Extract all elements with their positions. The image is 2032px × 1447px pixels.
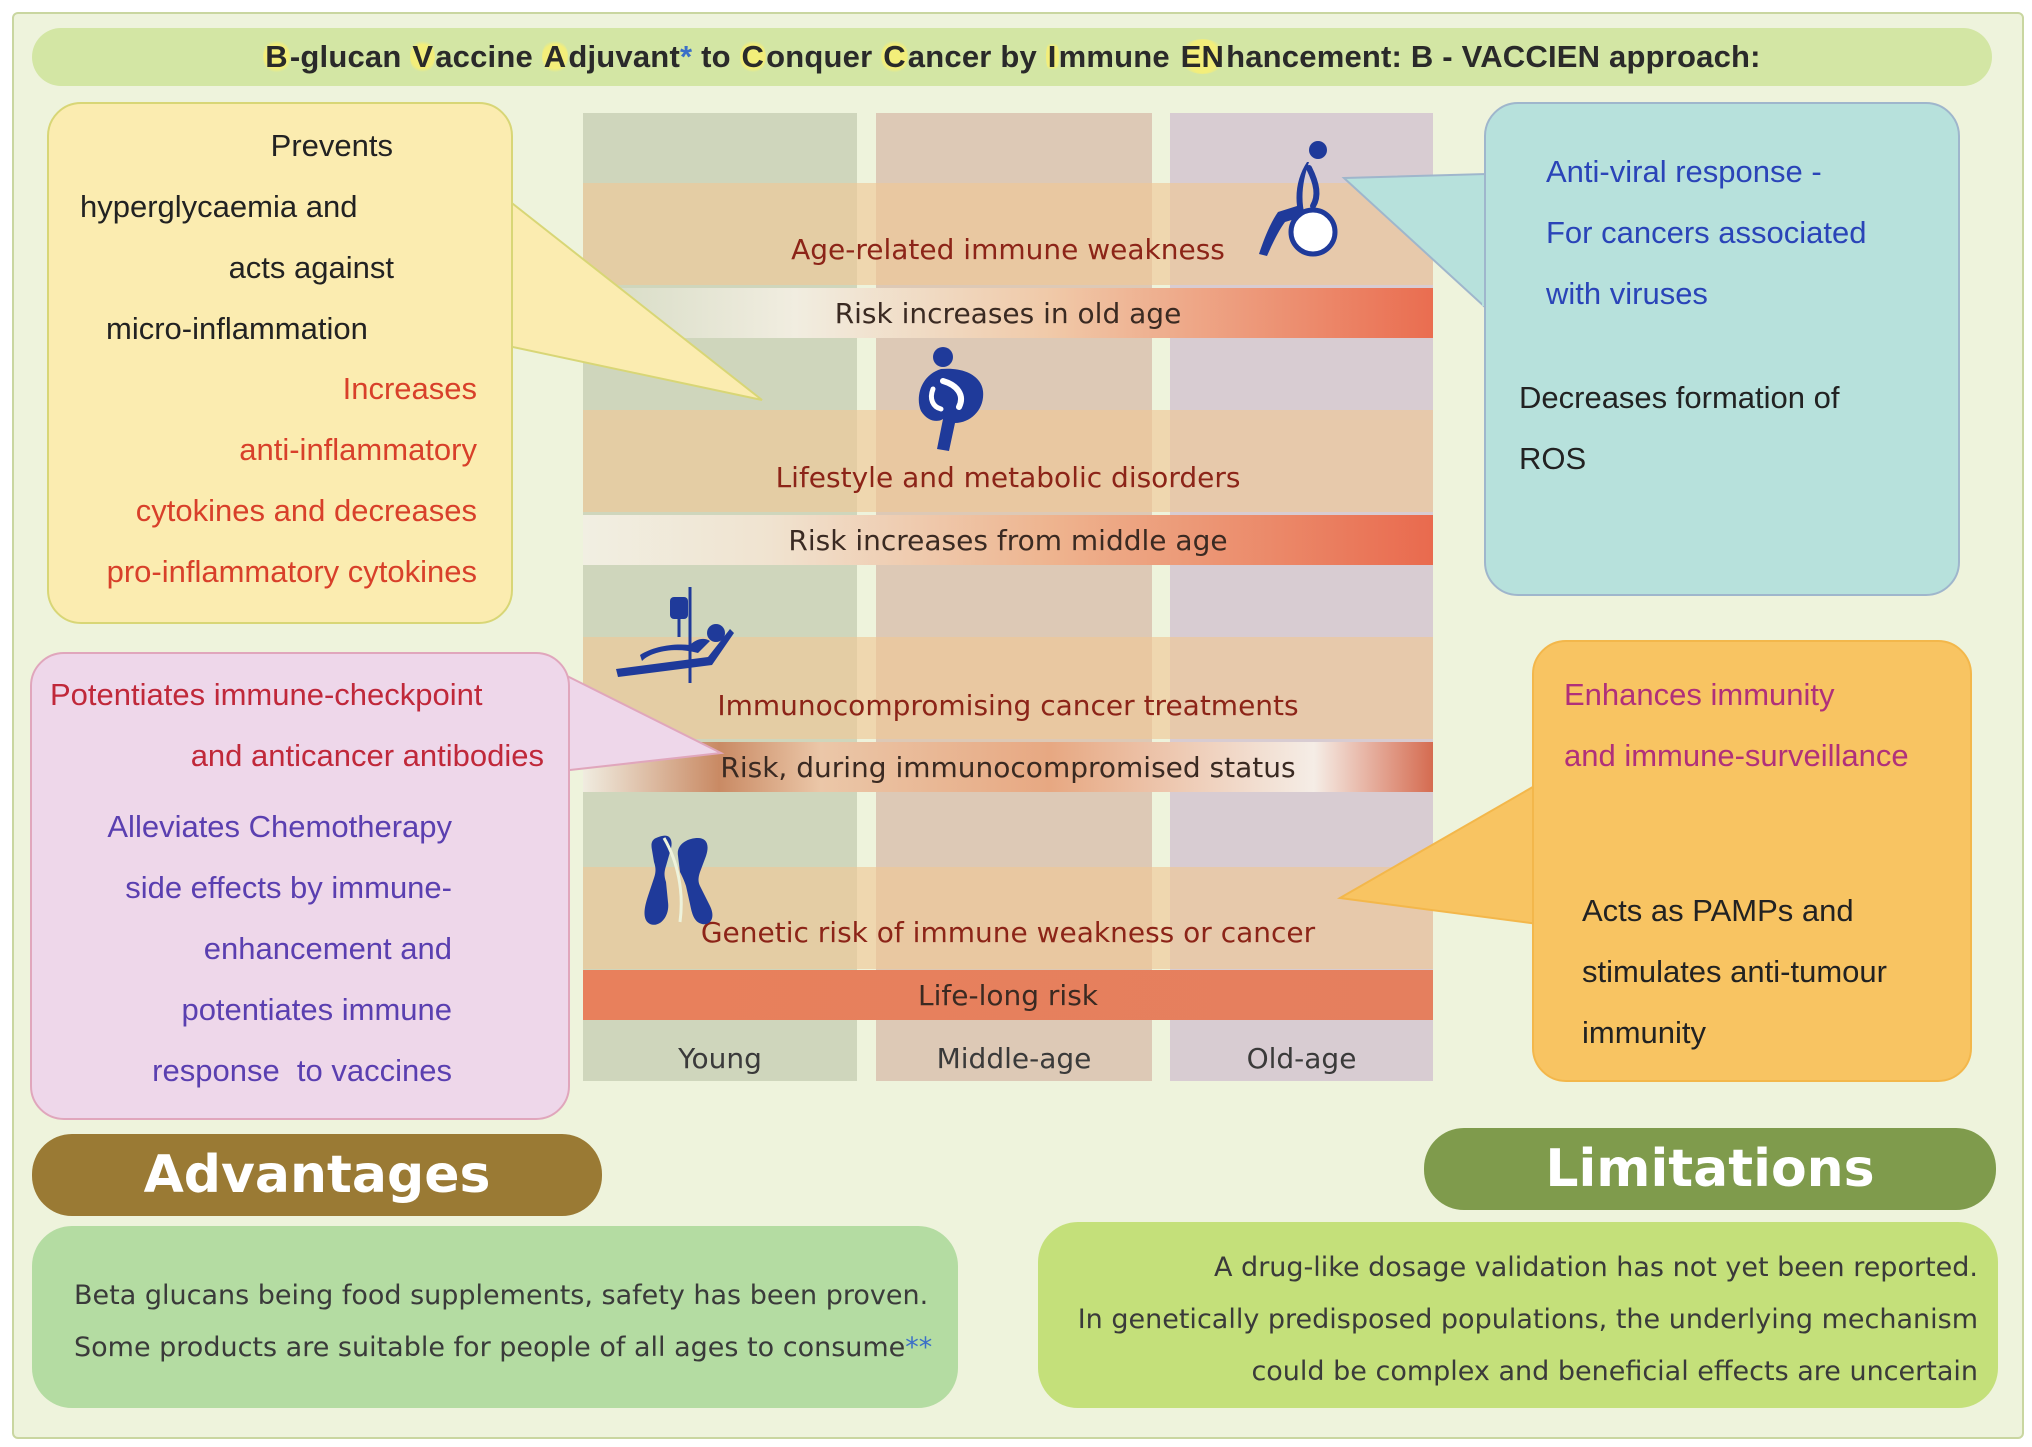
callout-blue bbox=[1484, 102, 1960, 596]
title-highlight-letter: C bbox=[739, 39, 767, 74]
text-line: side effects by immune- bbox=[125, 870, 452, 905]
title-segment: -glucan bbox=[289, 39, 411, 74]
category-label: Immunocompromising cancer treatments bbox=[717, 689, 1299, 722]
chromosome-icon bbox=[644, 835, 713, 925]
callout-pink bbox=[30, 652, 570, 1120]
advantages-line-2-text: Some products are suitable for people of… bbox=[74, 1332, 906, 1363]
risk-label: Risk increases from middle age bbox=[788, 523, 1228, 557]
text-line: Acts as PAMPs and bbox=[1582, 893, 1854, 928]
risk-label: Risk, during immunocompromised status bbox=[720, 750, 1296, 784]
title-highlight-letter: B bbox=[263, 39, 290, 74]
category-label: Lifestyle and metabolic disorders bbox=[775, 461, 1241, 494]
callout-pink-text-red: Potentiates immune-checkpoint and antica… bbox=[30, 664, 544, 786]
title-bar: B-glucan Vaccine Adjuvant* to Conquer Ca… bbox=[32, 28, 1992, 86]
text-line: ROS bbox=[1519, 441, 1587, 476]
wheelchair-icon bbox=[1259, 141, 1338, 257]
advantages-heading: Advantages bbox=[32, 1134, 602, 1216]
text-line: enhancement and bbox=[203, 931, 452, 966]
text-line: cytokines and decreases bbox=[135, 493, 477, 528]
text-line: hyperglycaemia and bbox=[80, 189, 358, 224]
text-line: pro-inflammatory cytokines bbox=[106, 554, 477, 589]
callout-pink-text-purple: Alleviates Chemotherapy side effects by … bbox=[30, 796, 452, 1101]
advantages-line-2: Some products are suitable for people of… bbox=[74, 1322, 932, 1374]
hospital-bed-iv-icon bbox=[616, 587, 734, 683]
obese-person-icon bbox=[918, 347, 984, 451]
risk-label: Risk increases in old age bbox=[834, 296, 1182, 330]
callout-pointer bbox=[500, 197, 763, 401]
title-segment: ancer by bbox=[907, 39, 1046, 74]
limitations-line-3: could be complex and beneficial effects … bbox=[1251, 1356, 1978, 1387]
text-line: For cancers associated bbox=[1546, 215, 1867, 250]
callout-yellow bbox=[47, 102, 513, 624]
age-label-old-age: Old-age bbox=[1246, 1041, 1357, 1075]
text-line: response to vaccines bbox=[152, 1053, 452, 1088]
limitations-line-1: A drug-like dosage validation has not ye… bbox=[1214, 1252, 1978, 1283]
text-line: Potentiates immune-checkpoint bbox=[50, 677, 483, 712]
heading-text: Limitations bbox=[1545, 1139, 1875, 1199]
title-segment: to bbox=[692, 39, 740, 74]
text-line: Increases bbox=[342, 371, 477, 406]
text-line: anti-inflammatory bbox=[239, 432, 477, 467]
callout-blue-text: Anti-viral response - For cancers associ… bbox=[1546, 141, 1946, 324]
text-line: Alleviates Chemotherapy bbox=[107, 809, 452, 844]
advantages-line-1: Beta glucans being food supplements, saf… bbox=[74, 1280, 929, 1311]
text-line: acts against bbox=[228, 250, 394, 285]
text-line: immunity bbox=[1582, 1015, 1707, 1050]
age-label-middle-age: Middle-age bbox=[936, 1041, 1092, 1075]
risk-label: Life-long risk bbox=[918, 978, 1098, 1012]
text-line: micro-inflammation bbox=[106, 311, 368, 346]
risk-bar-old-age: Risk increases in old age bbox=[583, 288, 1433, 338]
callout-orange-text-dark: Acts as PAMPs and stimulates anti-tumour… bbox=[1582, 880, 1962, 1063]
title-segment: onquer bbox=[766, 39, 882, 74]
risk-bar-immunocompromised: Risk, during immunocompromised status bbox=[583, 742, 1433, 792]
callout-blue-text-dark: Decreases formation of ROS bbox=[1519, 367, 1939, 489]
title-segment: accine bbox=[435, 39, 542, 74]
limitations-heading: Limitations bbox=[1424, 1128, 1996, 1210]
callout-orange-text-magenta: Enhances immunity and immune-surveillanc… bbox=[1564, 664, 1964, 786]
page-title: B-glucan Vaccine Adjuvant* to Conquer Ca… bbox=[263, 39, 1761, 75]
title-segment: djuvant bbox=[568, 39, 680, 74]
footnote-marker: ** bbox=[905, 1332, 933, 1363]
callout-orange bbox=[1532, 640, 1972, 1082]
text-line: Decreases formation of bbox=[1519, 380, 1840, 415]
text-line: potentiates immune bbox=[181, 992, 452, 1027]
title-highlight-letter: A bbox=[541, 39, 569, 74]
text-line: Prevents bbox=[270, 128, 393, 163]
category-band bbox=[583, 867, 1433, 969]
advantages-box: Beta glucans being food supplements, saf… bbox=[32, 1226, 958, 1408]
limitations-box: A drug-like dosage validation has not ye… bbox=[1038, 1222, 1998, 1408]
heading-text: Advantages bbox=[143, 1145, 491, 1205]
risk-bar-life-long: Life-long risk bbox=[583, 970, 1433, 1020]
risk-bar-middle-age: Risk increases from middle age bbox=[583, 515, 1433, 565]
text-line: with viruses bbox=[1546, 276, 1708, 311]
category-label: Age-related immune weakness bbox=[791, 233, 1225, 266]
age-label-young: Young bbox=[678, 1041, 762, 1075]
category-band bbox=[583, 410, 1433, 512]
callout-pointer bbox=[555, 671, 725, 773]
callout-pointer bbox=[1341, 172, 1490, 311]
limitations-line-2: In genetically predisposed populations, … bbox=[1077, 1304, 1978, 1335]
callout-pointer bbox=[1336, 782, 1542, 926]
callout-yellow-text-red: Increases anti-inflammatory cytokines an… bbox=[47, 358, 477, 602]
title-highlight-letter: EN bbox=[1178, 39, 1227, 74]
title-segment: mmune bbox=[1058, 39, 1179, 74]
category-band bbox=[583, 637, 1433, 739]
title-footnote-marker: * bbox=[679, 39, 693, 74]
text-line: Anti-viral response - bbox=[1546, 154, 1822, 189]
title-highlight-letter: V bbox=[410, 39, 436, 74]
text-line: and anticancer antibodies bbox=[190, 738, 544, 773]
title-highlight-letter: C bbox=[881, 39, 908, 74]
text-line: and immune-surveillance bbox=[1564, 738, 1909, 773]
callout-yellow-text-dark-cont: hyperglycaemia and acts against micro-in… bbox=[60, 176, 400, 359]
text-line: Enhances immunity bbox=[1564, 677, 1835, 712]
callout-yellow-text-dark: Prevents bbox=[47, 115, 393, 176]
category-label: Genetic risk of immune weakness or cance… bbox=[700, 916, 1316, 949]
title-highlight-letter: I bbox=[1045, 39, 1059, 74]
text-line: stimulates anti-tumour bbox=[1582, 954, 1887, 989]
title-segment: hancement: B - VACCIEN approach: bbox=[1226, 39, 1761, 74]
